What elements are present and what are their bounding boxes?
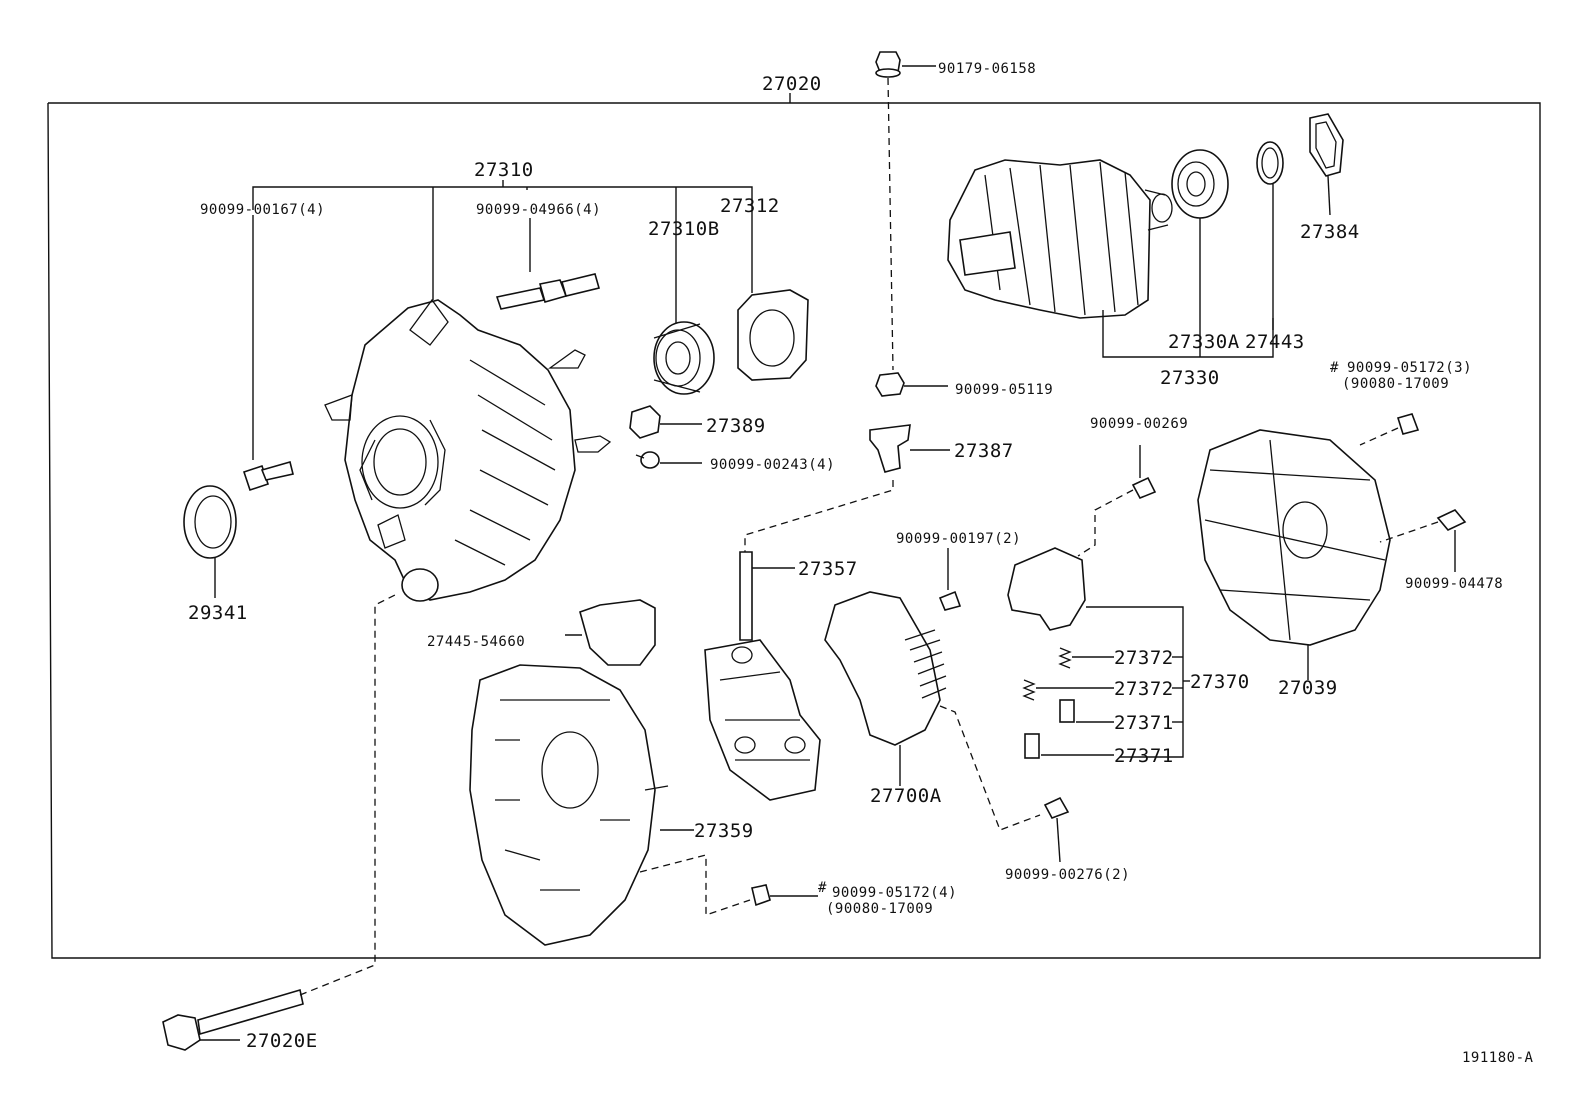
spring-27372-b[interactable]: [1022, 679, 1036, 701]
label-90080-17009-a: (90080-17009: [1342, 376, 1449, 392]
retainer-plate-27312[interactable]: [737, 289, 809, 381]
label-90099-04478: 90099-04478: [1405, 576, 1503, 592]
label-90099-00167: 90099-00167(4): [200, 202, 325, 218]
drive-end-frame-27310[interactable]: [324, 298, 612, 602]
label-90080-17009-b: (90080-17009: [826, 901, 933, 917]
through-bolt-27020E[interactable]: [162, 988, 304, 1051]
label-27310B: 27310B: [648, 218, 720, 240]
rear-cover-27039[interactable]: [1197, 429, 1391, 646]
ring-27443[interactable]: [1256, 141, 1284, 185]
label-90099-05119: 90099-05119: [955, 382, 1053, 398]
label-27384: 27384: [1300, 221, 1360, 243]
label-27443: 27443: [1245, 331, 1305, 353]
screw-90099-00167[interactable]: [242, 461, 294, 492]
screw-90099-04478[interactable]: [1436, 509, 1467, 531]
bushing-27387[interactable]: [869, 424, 911, 473]
bearing-27330A[interactable]: [1171, 149, 1229, 219]
cover-29341[interactable]: [183, 485, 237, 559]
cap-nut-90179[interactable]: [875, 51, 901, 78]
label-90099-05172-4: 90099-05172(4): [832, 885, 957, 901]
label-90099-00243: 90099-00243(4): [710, 457, 835, 473]
label-29341: 29341: [188, 602, 248, 624]
nut-90099-05172-3[interactable]: [1396, 413, 1420, 435]
brush-27371-b[interactable]: [1024, 733, 1040, 759]
label-27389: 27389: [706, 415, 766, 437]
label-27312: 27312: [720, 195, 780, 217]
label-27330: 27330: [1160, 367, 1220, 389]
label-27387: 27387: [954, 440, 1014, 462]
label-27359: 27359: [694, 820, 754, 842]
screw-90099-00269[interactable]: [1131, 476, 1157, 500]
label-90179-06158: 90179-06158: [938, 61, 1036, 77]
diagram-id: 191180-A: [1462, 1050, 1534, 1066]
label-27020E: 27020E: [246, 1030, 318, 1052]
rear-end-frame-27359[interactable]: [469, 664, 669, 946]
nut-90099-05119[interactable]: [875, 372, 905, 397]
label-27370: 27370: [1190, 671, 1250, 693]
screw-90099-00243[interactable]: [635, 451, 660, 469]
label-90099-05172-3: 90099-05172(3): [1347, 360, 1472, 376]
label-27445-54660: 27445-54660: [427, 634, 525, 650]
label-27330A: 27330A: [1168, 331, 1240, 353]
label-27357: 27357: [798, 558, 858, 580]
cover-27384[interactable]: [1309, 113, 1344, 177]
brush-27371-a[interactable]: [1059, 699, 1075, 723]
insulator-27445[interactable]: [579, 599, 656, 666]
spring-27372-a[interactable]: [1058, 647, 1072, 669]
label-27372-a: 27372: [1114, 647, 1174, 669]
label-27371-b: 27371: [1114, 745, 1174, 767]
label-27039: 27039: [1278, 677, 1338, 699]
label-27020: 27020: [762, 73, 822, 95]
assembly-frame: [47, 102, 1541, 959]
nut-90099-05172-4[interactable]: [751, 884, 771, 907]
label-27700A: 27700A: [870, 785, 942, 807]
label-27372-b: 27372: [1114, 678, 1174, 700]
label-90099-04966: 90099-04966(4): [476, 202, 601, 218]
label-90099-00197: 90099-00197(2): [896, 531, 1021, 547]
label-hash-2: #: [818, 880, 827, 896]
brush-holder-27370[interactable]: [1007, 547, 1086, 631]
screw-90099-00197[interactable]: [938, 590, 962, 611]
bearing-27310B[interactable]: [653, 321, 715, 395]
regulator-27700A[interactable]: [824, 591, 947, 746]
screw-90099-00276[interactable]: [1043, 796, 1070, 819]
bushing-27389[interactable]: [629, 405, 661, 439]
label-90099-00276: 90099-00276(2): [1005, 867, 1130, 883]
stud-bolt-90099-04966[interactable]: [495, 273, 600, 310]
rectifier-27357[interactable]: [704, 551, 821, 801]
label-90099-00269: 90099-00269: [1090, 416, 1188, 432]
label-27371-a: 27371: [1114, 712, 1174, 734]
rotor-27330[interactable]: [947, 159, 1173, 319]
label-hash-1: #: [1330, 360, 1339, 376]
label-27310: 27310: [474, 159, 534, 181]
